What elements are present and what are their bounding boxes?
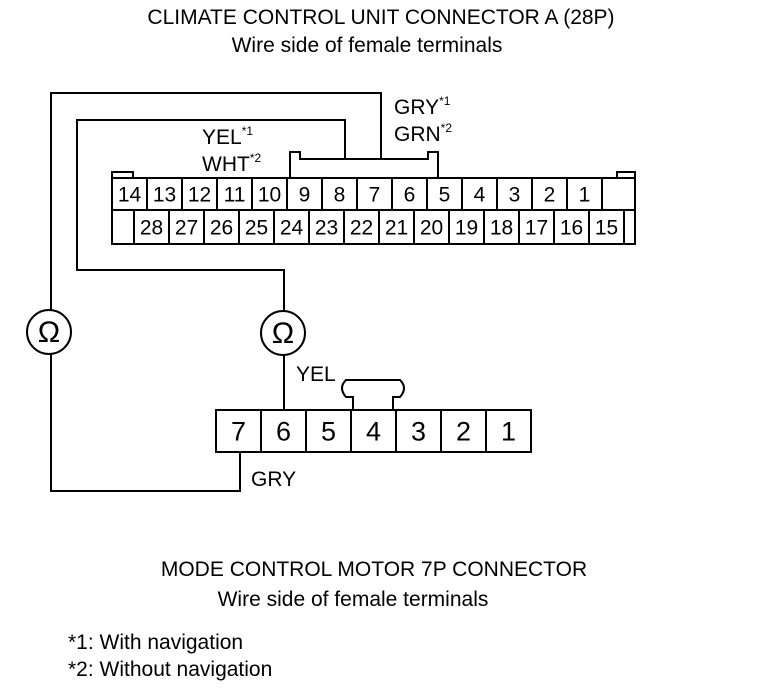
ohmmeter-right: Ω: [260, 310, 306, 356]
terminal-number: 21: [385, 217, 408, 240]
terminal-number: 1: [501, 417, 516, 447]
terminal-number: 6: [276, 417, 291, 447]
motor-connector-subtitle: Wire side of female terminals: [218, 588, 489, 611]
label-gry: GRY*1: [394, 94, 451, 119]
terminal-number: 7: [369, 184, 381, 207]
label-grn: GRN*2: [394, 121, 452, 146]
motor-connector-title: MODE CONTROL MOTOR 7P CONNECTOR: [161, 558, 587, 581]
terminal-cavity: [588, 209, 625, 245]
connector-a-bottom-row: 28 27 26 25 24 23 22 21 20 19 18 17 16 15: [111, 209, 625, 245]
motor-connector-lock-tab: [341, 379, 405, 410]
terminal-number: 16: [560, 217, 583, 240]
terminal-number: 23: [315, 217, 338, 240]
terminal-number: 6: [404, 184, 416, 207]
terminal-number: 3: [509, 184, 521, 207]
note-2: *2: Without navigation: [68, 658, 272, 681]
terminal-number: 2: [544, 184, 556, 207]
ohmmeter-right-circle: [260, 310, 306, 356]
motor-label-gry: GRY: [251, 468, 296, 491]
terminal-number: 20: [420, 217, 443, 240]
wires: [50, 92, 382, 492]
diagram-subtitle: Wire side of female terminals: [232, 34, 503, 57]
diagram-title: CLIMATE CONTROL UNIT CONNECTOR A (28P): [147, 6, 614, 29]
ohmmeter-left-circle: [26, 309, 72, 355]
terminal-number: 11: [224, 184, 246, 207]
gry-wire-lower: [50, 354, 241, 492]
ohmmeter-left: Ω: [26, 309, 72, 355]
terminal-number: 22: [350, 217, 373, 240]
terminal-number: 12: [188, 184, 211, 207]
terminal-number: 5: [321, 417, 336, 447]
terminal-number: 27: [175, 217, 198, 240]
terminal-number: 4: [366, 417, 381, 447]
motor-label-yel: YEL: [296, 363, 336, 386]
terminal-cavity: [485, 409, 532, 453]
label-wht: WHT*2: [202, 151, 261, 176]
ohm-icon: Ω: [38, 316, 60, 349]
terminal-number: 5: [439, 184, 451, 207]
terminal-number: 10: [258, 184, 281, 207]
terminal-number: 9: [299, 184, 311, 207]
terminal-number: 2: [456, 417, 471, 447]
connector-a-lock-tab: [289, 151, 439, 178]
gry-wire: [50, 92, 382, 310]
terminal-number: 4: [474, 184, 486, 207]
terminal-number: 15: [595, 217, 618, 240]
label-yel: YEL*1: [202, 124, 253, 149]
note-1: *1: With navigation: [68, 631, 243, 654]
connector-a-wire-labels: GRY*1 GRN*2 YEL*1 WHT*2: [202, 94, 452, 176]
terminal-number: 24: [280, 217, 304, 240]
terminal-number: 25: [245, 217, 268, 240]
terminal-number: 17: [525, 217, 548, 240]
terminal-number: 3: [411, 417, 426, 447]
ohm-icon: Ω: [272, 317, 294, 350]
terminal-number: 14: [118, 184, 142, 207]
yel-wire: [76, 119, 346, 311]
terminal-number: 26: [210, 217, 233, 240]
terminal-number: 8: [334, 184, 346, 207]
terminal-number: 18: [490, 217, 513, 240]
terminal-number: 1: [579, 184, 591, 207]
terminal-number: 28: [140, 217, 163, 240]
terminal-number: 13: [153, 184, 176, 207]
terminal-number: 7: [231, 417, 246, 447]
terminal-number: 19: [455, 217, 478, 240]
